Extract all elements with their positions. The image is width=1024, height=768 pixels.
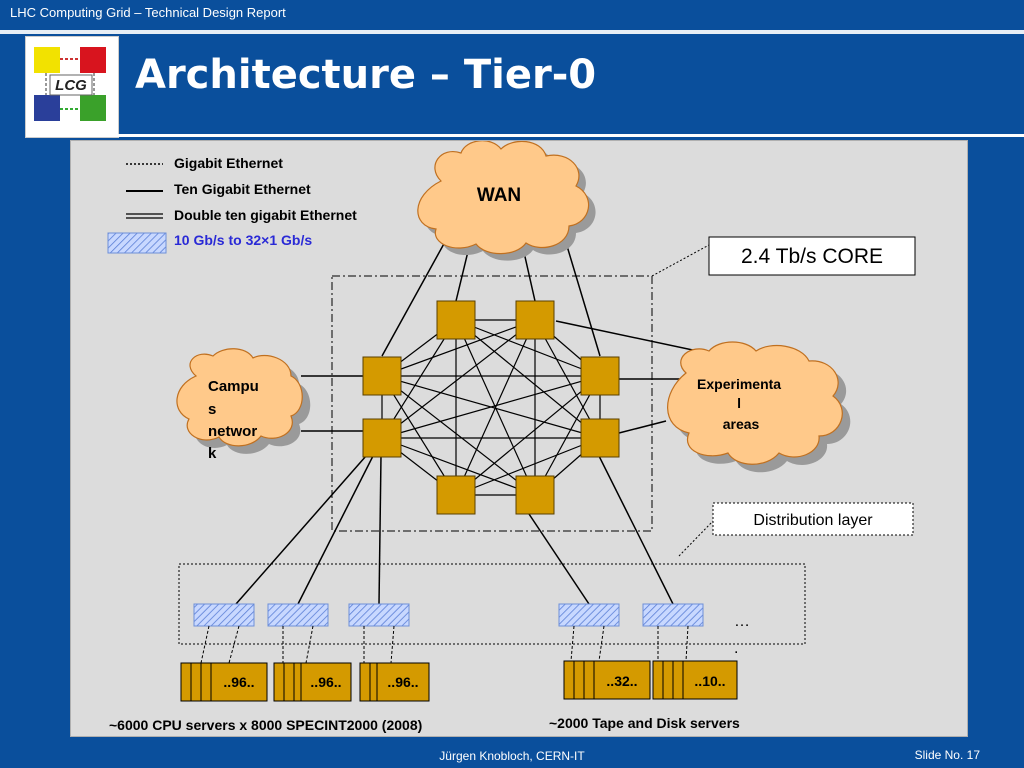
svg-text:… .: … .: [734, 613, 754, 657]
legend-double-ten-label: Double ten gigabit Ethernet: [174, 207, 357, 223]
core-label-box: [708, 236, 916, 276]
ellipsis-label: …: [734, 613, 750, 630]
core-switch: [436, 475, 476, 515]
distribution-switch: [642, 603, 704, 627]
rack-count: ..96..: [387, 674, 418, 690]
cpu-caption: ~6000 CPU servers x 8000 SPECINT2000 (20…: [109, 717, 422, 733]
core-switch: [515, 475, 555, 515]
slide-number: Slide No. 17: [914, 748, 980, 762]
legend-range-label: 10 Gb/s to 32×1 Gb/s: [174, 232, 312, 248]
core-boundary: [331, 275, 653, 532]
experimental-label-line: l: [737, 395, 741, 411]
legend-gigabit-label: Gigabit Ethernet: [174, 155, 283, 171]
experimental-areas-cloud: Experimenta l areas: [667, 341, 851, 473]
distribution-switch: [558, 603, 620, 627]
core-mesh: [381, 319, 601, 496]
core-switch: [580, 418, 620, 458]
cpu-rack: ..96..: [359, 662, 430, 702]
core-switch: [580, 356, 620, 396]
architecture-diagram: Gigabit Ethernet Ten Gigabit Ethernet Do…: [107, 140, 916, 733]
rack-count: ..96..: [310, 674, 341, 690]
logo-text: LCG: [55, 77, 87, 94]
campus-label-line: Campu: [208, 378, 259, 395]
svg-text:Campu s networ: Campu s networ k: [208, 378, 263, 462]
rack-count: ..10..: [694, 673, 725, 689]
core-label: 2.4 Tb/s CORE: [741, 245, 883, 268]
lcg-logo: LCG: [25, 36, 119, 138]
distribution-label: Distribution layer: [753, 512, 873, 529]
core-switches: [362, 300, 620, 515]
distribution-boundary: [178, 563, 806, 645]
core-switch: [362, 418, 402, 458]
header-divider: [0, 30, 1024, 34]
diagram-panel: Gigabit Ethernet Ten Gigabit Ethernet Do…: [70, 140, 968, 737]
distribution-switch: [193, 603, 255, 627]
server-links: [200, 625, 689, 664]
storage-rack: ..10..: [652, 660, 738, 700]
campus-label-line: k: [208, 445, 217, 462]
svg-text:Experimenta l: Experimenta l areas: [697, 376, 785, 432]
storage-rack: ..32..: [563, 660, 651, 700]
slide-title: Architecture – Tier-0: [135, 52, 597, 98]
core-switch: [515, 300, 555, 340]
campus-network-cloud: Campu s networ k: [176, 348, 311, 462]
campus-label-line: networ: [208, 423, 257, 440]
storage-caption: ~2000 Tape and Disk servers: [549, 715, 740, 731]
legend: Gigabit Ethernet Ten Gigabit Ethernet Do…: [107, 155, 357, 254]
core-switch: [362, 356, 402, 396]
report-title: LHC Computing Grid – Technical Design Re…: [10, 5, 286, 20]
rack-count: ..32..: [606, 673, 637, 689]
distribution-switch: [348, 603, 410, 627]
cpu-rack: ..96..: [273, 662, 352, 702]
experimental-label-line: Experimenta: [697, 376, 781, 392]
wan-label: WAN: [477, 185, 521, 206]
cpu-rack: ..96..: [180, 662, 268, 702]
campus-label-line: s: [208, 401, 216, 418]
experimental-label-line: areas: [723, 416, 760, 432]
ellipsis-label: .: [734, 640, 738, 657]
distribution-label-box: [712, 502, 914, 536]
title-underline: [118, 134, 1024, 137]
server-racks: ..96.. ..96.. ..96.. ..32.. ..10..: [180, 660, 738, 702]
distribution-links: [235, 455, 674, 605]
core-switch: [436, 300, 476, 340]
footer-author: Jürgen Knobloch, CERN-IT: [439, 749, 585, 763]
wan-cloud: WAN: [417, 140, 596, 261]
distribution-switch: [267, 603, 329, 627]
legend-ten-gigabit-label: Ten Gigabit Ethernet: [174, 181, 311, 197]
distribution-switches: [193, 603, 704, 627]
rack-count: ..96..: [223, 674, 254, 690]
